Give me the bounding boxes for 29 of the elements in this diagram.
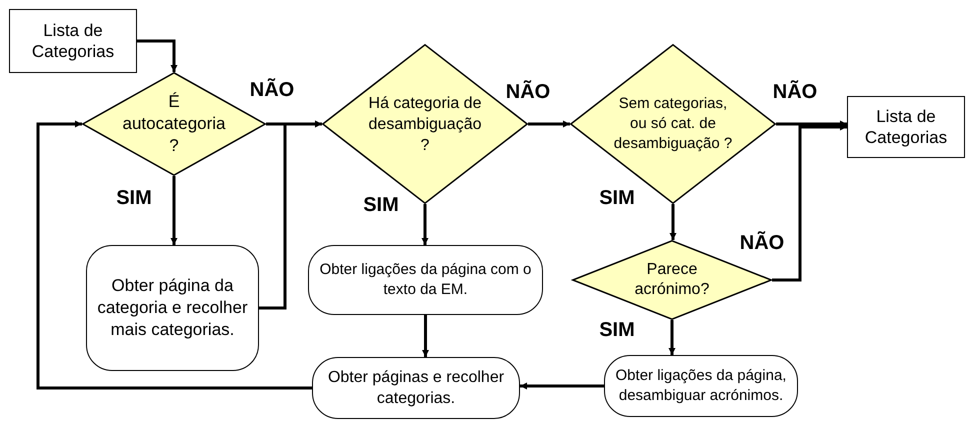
arrow xyxy=(776,120,847,128)
node-text: Obter ligações da página, desambiguar acrónimos. xyxy=(614,366,788,406)
node-text: Lista de Categorias xyxy=(30,20,116,62)
arrow xyxy=(668,320,676,355)
arrow xyxy=(520,382,604,390)
arrow xyxy=(36,120,312,390)
list-box xyxy=(847,96,965,158)
arrow xyxy=(422,204,428,245)
node-text: Sem categorias, ou só cat. de desambiguação ? xyxy=(613,94,733,154)
process-box xyxy=(308,245,543,315)
node-text: É autocategoria ? xyxy=(121,91,227,157)
arrow xyxy=(137,40,178,72)
process-box xyxy=(86,245,259,371)
arrow xyxy=(422,315,429,357)
node-text: Obter ligações da página com o texto da EM. xyxy=(318,260,532,300)
list-box xyxy=(9,9,137,73)
node-text: Lista de Categorias xyxy=(864,106,948,148)
arrow xyxy=(528,120,570,128)
arrow xyxy=(670,204,676,240)
arrow xyxy=(170,176,178,245)
decision-diamond xyxy=(570,44,776,204)
process-box xyxy=(604,355,798,417)
process-box xyxy=(312,357,520,419)
node-text: Parece acrónimo? xyxy=(634,260,710,300)
node-text: Obter página da categoria e recolher mais categorias. xyxy=(96,275,249,341)
node-text: Obter páginas e recolher categorias. xyxy=(326,368,506,409)
arrow xyxy=(772,124,847,282)
node-text: Há categoria de desambiguação ? xyxy=(368,94,482,156)
arrow xyxy=(259,120,322,310)
